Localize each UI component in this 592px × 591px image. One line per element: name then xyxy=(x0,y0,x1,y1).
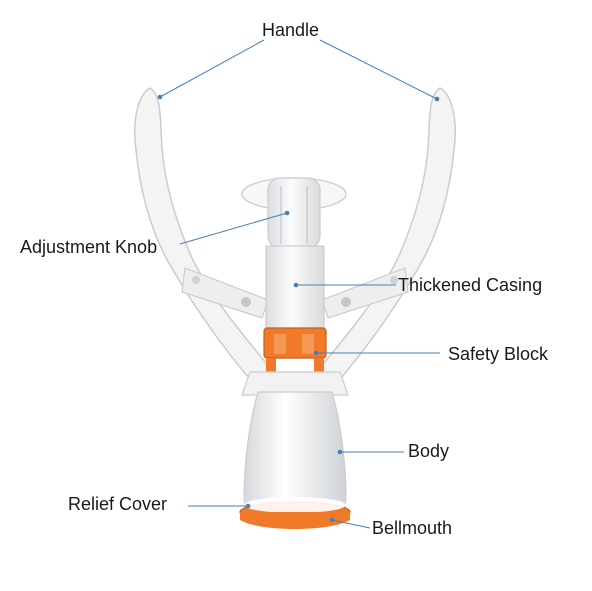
leader-points xyxy=(157,94,440,523)
label-handle: Handle xyxy=(262,20,320,40)
thickened-casing xyxy=(265,245,325,333)
label-safety-block: Safety Block xyxy=(448,344,549,364)
body xyxy=(243,391,347,501)
label-adjustment-knob: Adjustment Knob xyxy=(20,237,158,257)
label-bellmouth: Bellmouth xyxy=(372,518,453,538)
label-thickened-casing: Thickened Casing xyxy=(398,275,543,295)
label-relief-cover: Relief Cover xyxy=(68,494,168,514)
label-body: Body xyxy=(408,441,450,461)
right-handle xyxy=(316,87,456,387)
adjustment-knob xyxy=(267,177,321,249)
leader-lines xyxy=(159,39,440,529)
